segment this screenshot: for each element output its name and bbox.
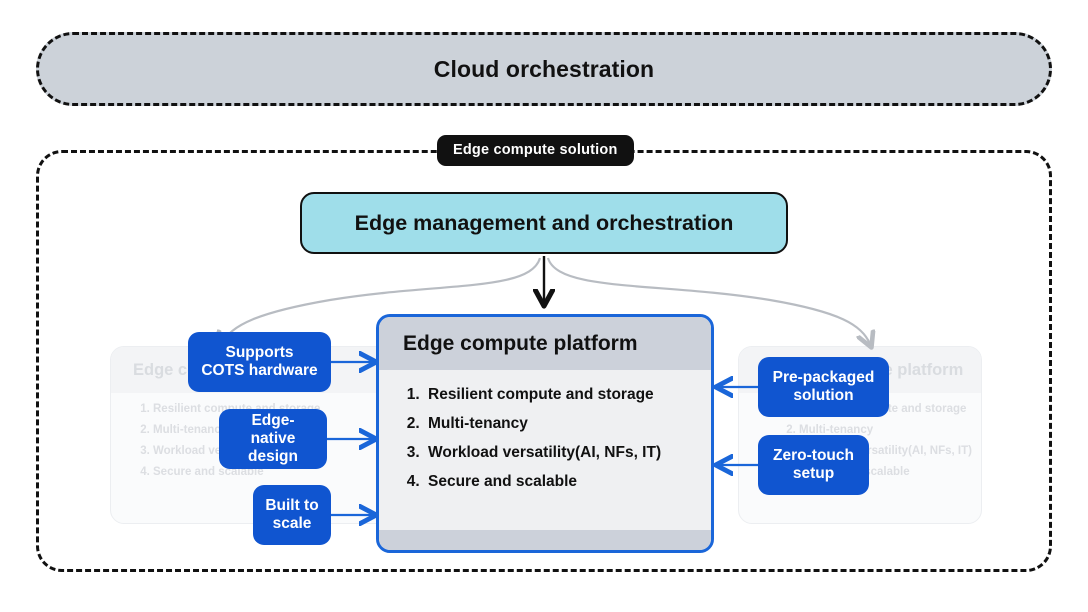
- platform-card-title: Edge compute platform: [403, 331, 638, 355]
- cloud-orchestration-box: Cloud orchestration: [36, 32, 1052, 106]
- list-item: Secure and scalable: [153, 466, 394, 478]
- platform-card-footer: [379, 530, 711, 550]
- platform-feature-list: Resilient compute and storage Multi-tena…: [379, 386, 711, 491]
- arrow-orchestration-to-right-stack: [546, 257, 870, 344]
- list-item: Workload versatility(AI, NFs, IT): [424, 444, 711, 462]
- platform-card-header: Edge compute platform: [379, 317, 711, 370]
- arrow-orchestration-to-left-stack: [222, 257, 542, 344]
- edge-management-orchestration-box: Edge management and orchestration: [300, 192, 788, 254]
- list-item: Secure and scalable: [424, 473, 711, 491]
- list-item: Resilient compute and storage: [424, 386, 711, 404]
- edge-compute-solution-badge: Edge compute solution: [437, 135, 634, 166]
- edge-compute-platform-card: Edge compute platform Resilient compute …: [376, 314, 714, 553]
- list-item: Multi-tenancy: [424, 415, 711, 433]
- platform-card-body: Resilient compute and storage Multi-tena…: [379, 370, 711, 530]
- list-item: Multi-tenancy: [153, 424, 394, 436]
- edge-management-orchestration-title: Edge management and orchestration: [354, 210, 734, 235]
- list-item: Multi-tenancy: [799, 424, 981, 436]
- cloud-orchestration-title: Cloud orchestration: [433, 55, 655, 82]
